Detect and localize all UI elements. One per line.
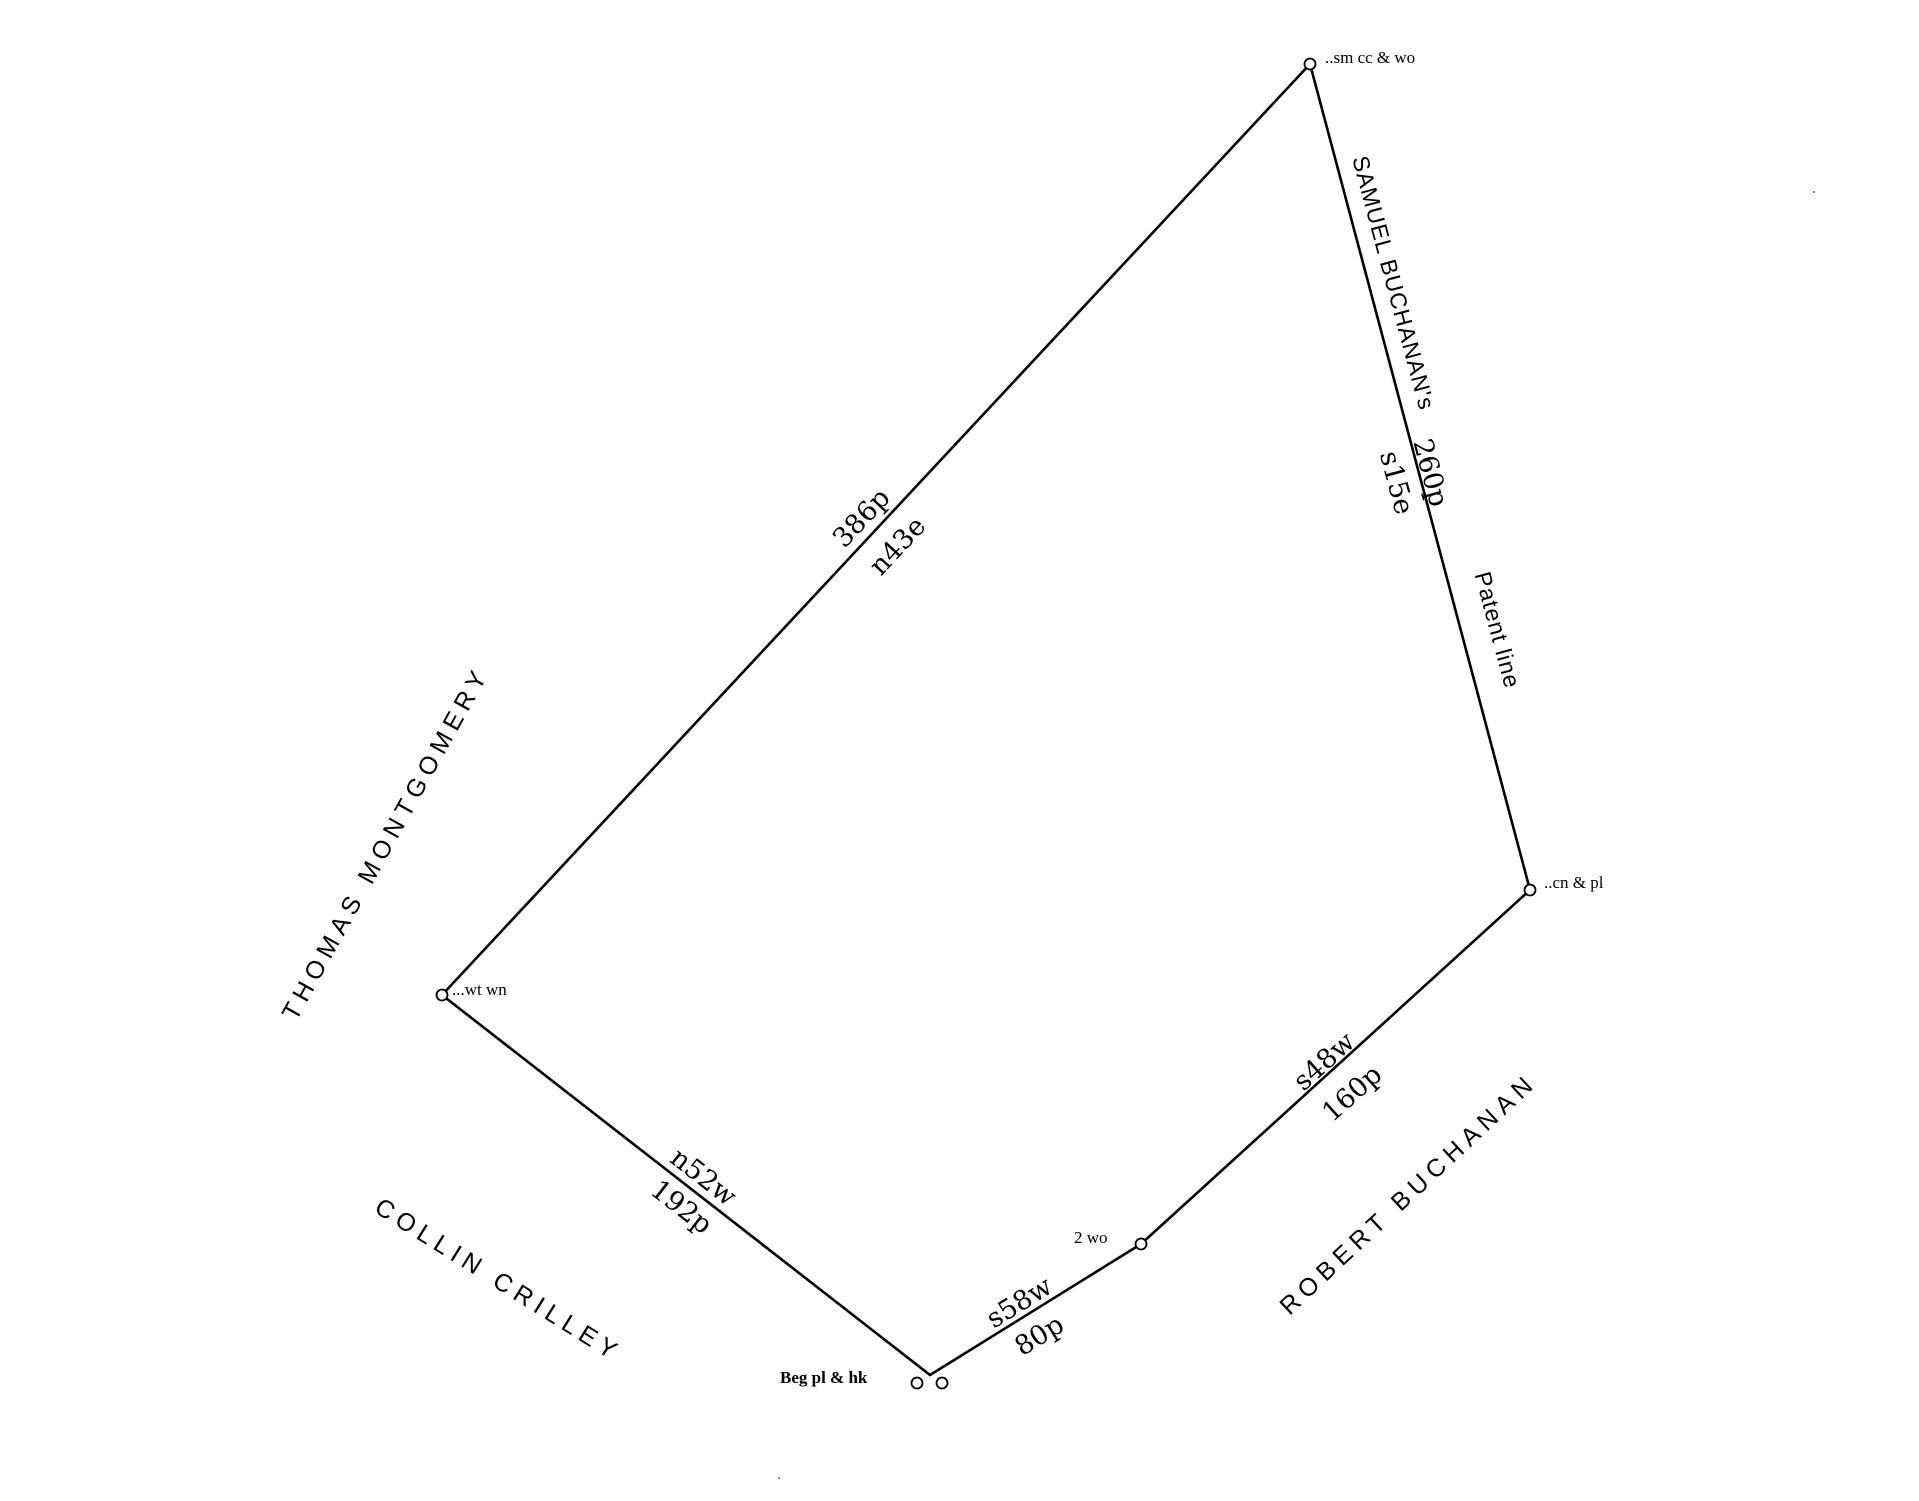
adjoiner-east-note: Patent line — [1470, 569, 1526, 691]
corner-label-mid-bottom: 2 wo — [1074, 1228, 1108, 1247]
scan-speck-right — [1813, 191, 1815, 193]
corner-label-top: ..sm cc & wo — [1325, 48, 1415, 67]
corner-label-beginning: Beg pl & hk — [780, 1368, 868, 1387]
corner-marker-beginning-a — [910, 1376, 924, 1390]
corner-label-left: ...wt wn — [452, 980, 507, 999]
scan-speck-bottom — [778, 1477, 780, 1479]
corner-marker-top — [1303, 57, 1317, 71]
boundary-line-north-east — [440, 62, 1312, 997]
adjoiner-south-west: COLLIN CRILLEY — [370, 1193, 627, 1368]
corner-marker-right — [1523, 883, 1537, 897]
adjoiner-north-west: THOMAS MONTGOMERY — [277, 661, 495, 1025]
boundary-line-west — [440, 993, 932, 1377]
boundary-line-east — [1308, 62, 1532, 892]
corner-marker-left — [435, 988, 449, 1002]
boundary-line-south-east — [1139, 888, 1532, 1246]
boundary-line-south — [928, 1242, 1143, 1377]
adjoiner-south-east: ROBERT BUCHANAN — [1274, 1068, 1542, 1321]
corner-label-right: ..cn & pl — [1544, 873, 1604, 892]
corner-marker-beginning-b — [935, 1376, 949, 1390]
corner-marker-mid-bottom — [1134, 1237, 1148, 1251]
